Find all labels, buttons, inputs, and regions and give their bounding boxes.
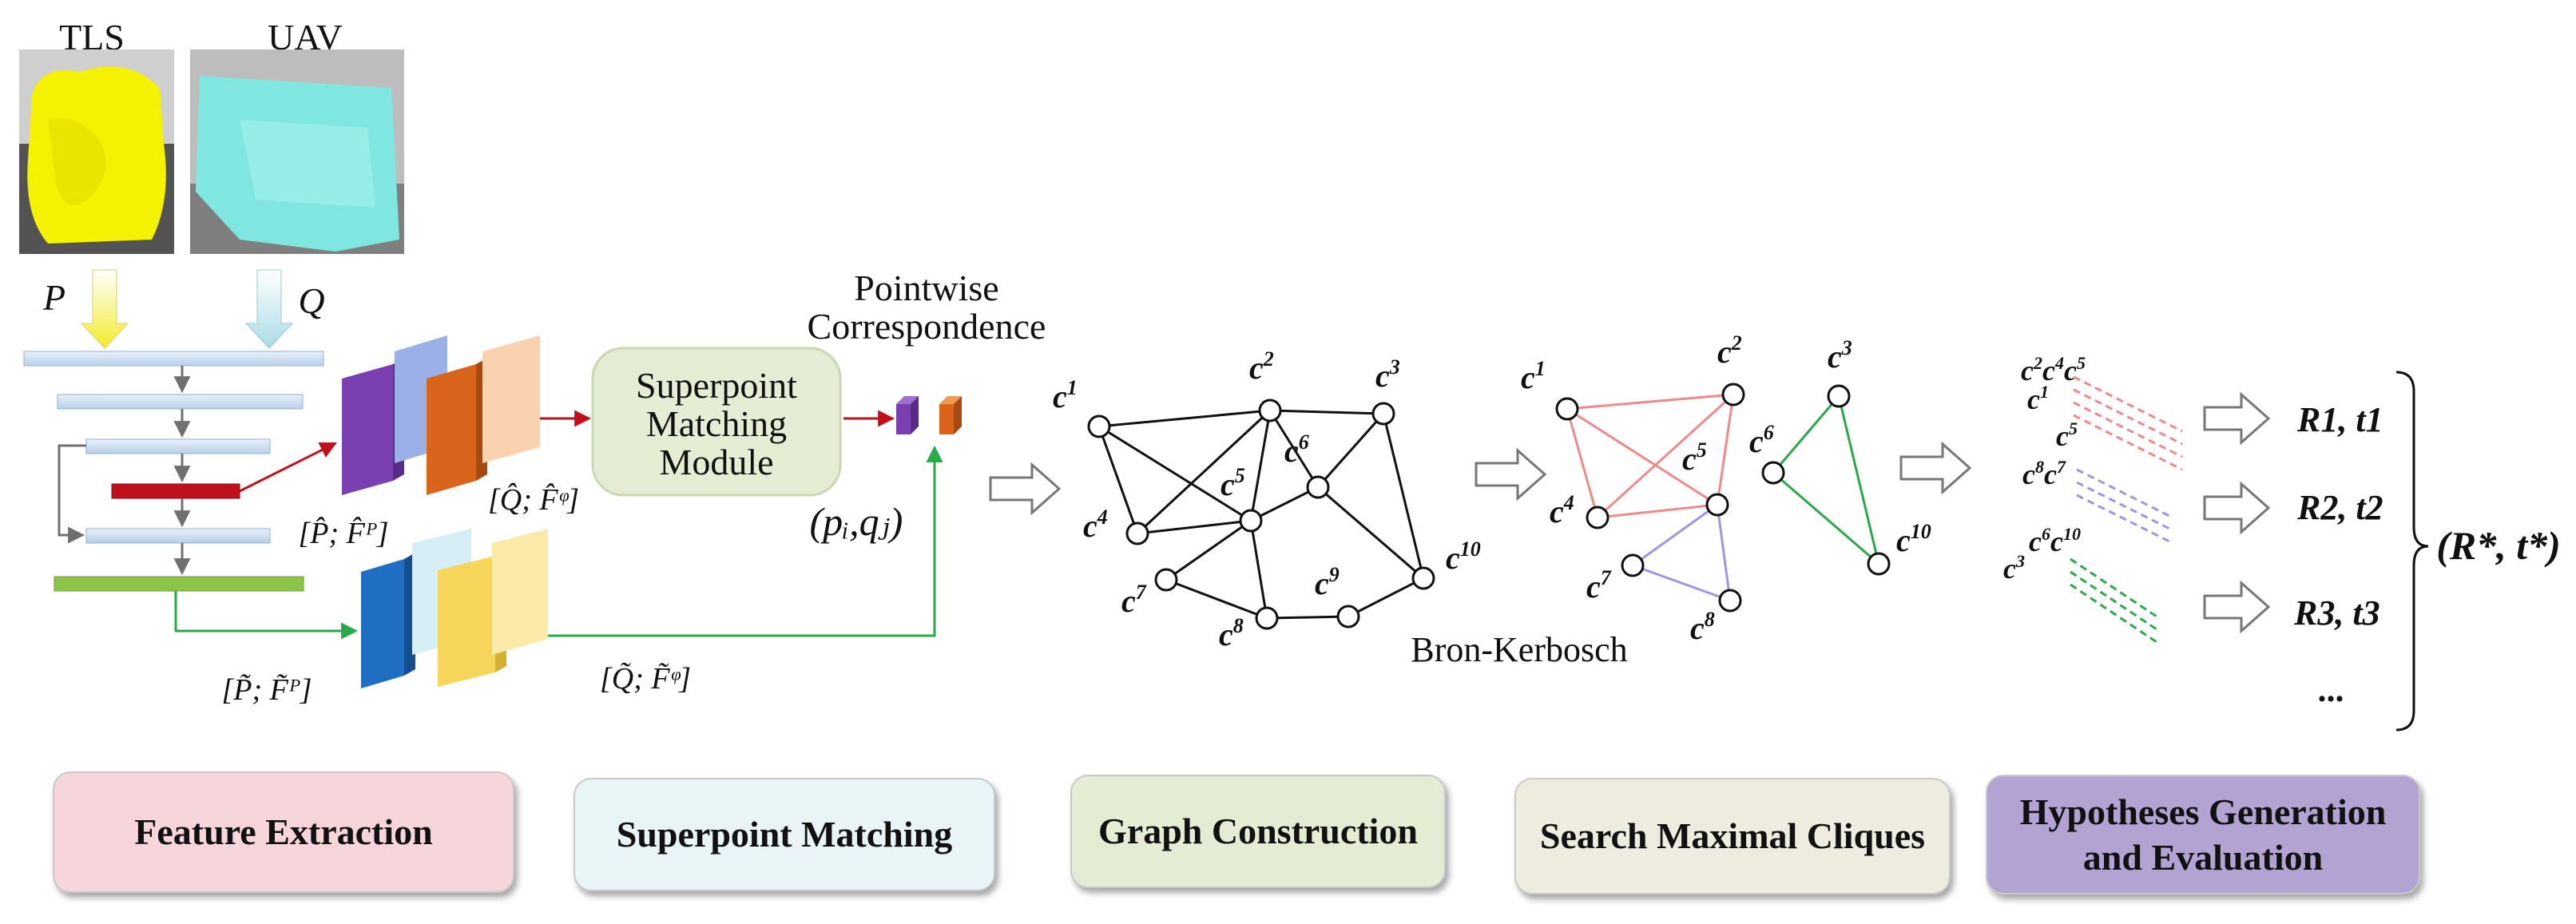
svg-text:c8c7: c8c7 <box>2022 457 2066 490</box>
coarse-feature-arrow <box>239 442 337 493</box>
stage-search-cliques: Search Maximal Cliques <box>1514 778 1951 894</box>
p-label: P <box>42 277 65 318</box>
correspondence-title-line1: Pointwise <box>854 268 998 308</box>
coarse-p-feature-label: [P̂; F̂ᴾ] <box>299 517 389 550</box>
stage-hypotheses-label-line1: Hypotheses Generation <box>2019 791 2387 832</box>
clique-node-label: c3 <box>1828 336 1852 375</box>
clique-node-label: c5 <box>1682 438 1707 477</box>
q-input-arrow <box>244 269 294 349</box>
graph-node-label: c4 <box>1083 506 1108 544</box>
stage-superpoint-matching: Superpoint Matching <box>574 778 995 891</box>
bron-kerbosch-label: Bron-Kerbosch <box>1411 630 1627 669</box>
clique-node-label: c2 <box>1717 331 1742 370</box>
matching-module-line3: Module <box>659 442 773 482</box>
backbone-network <box>23 351 324 592</box>
correspondence-cubes <box>896 396 962 434</box>
flow-arrow-3 <box>1899 441 1972 495</box>
graph-node-label: c8 <box>1219 614 1244 652</box>
stage-hypotheses-label-line2: and Evaluation <box>2082 837 2324 878</box>
clique-node-label: c1 <box>1521 357 1546 395</box>
tls-point-cloud-image <box>19 50 174 254</box>
fine-p-feature-label: [P̃; F̃ᴾ] <box>222 673 312 707</box>
graph-node-label: c9 <box>1315 563 1340 601</box>
correspondence-pair-label: (pᵢ,qⱼ) <box>810 499 903 544</box>
matching-module-line1: Superpoint <box>636 365 797 406</box>
hypothesis-row-1: R1, t1 <box>2296 400 2383 439</box>
graph-node-label: c3 <box>1375 355 1400 394</box>
coarse-feature-blocks <box>342 335 540 495</box>
clique-node-labels: c1 c2 c4 c5 c7 c8 c3 c6 c10 <box>1521 331 1931 646</box>
fine-q-feature-label: [Q̃; F̃ᵠ] <box>600 662 691 696</box>
clique-node-label: c6 <box>1749 421 1774 459</box>
hypothesis-row-3: R3, t3 <box>2293 593 2380 633</box>
flow-arrow-1 <box>989 462 1062 516</box>
stage-superpoint-matching-label: Superpoint Matching <box>616 814 953 855</box>
graph-node-label: c6 <box>1284 430 1309 469</box>
hypothesis-row-2: R2, t2 <box>2296 488 2383 527</box>
svg-text:c1: c1 <box>2027 382 2049 415</box>
svg-text:c5: c5 <box>2056 418 2078 452</box>
svg-text:c6c10: c6c10 <box>2029 524 2081 557</box>
clique-node-label: c8 <box>1690 608 1715 646</box>
graph-node-label: c10 <box>1446 537 1481 576</box>
svg-text:c2c4c5: c2c4c5 <box>2021 353 2086 387</box>
graph-node-label: c1 <box>1053 376 1078 414</box>
matching-module-line2: Matching <box>646 403 787 444</box>
graph-node-label: c5 <box>1221 464 1245 502</box>
stage-graph-construction-label: Graph Construction <box>1098 811 1418 852</box>
fine-to-correspondence-arrow <box>548 445 943 637</box>
stage-feature-extraction-label: Feature Extraction <box>134 811 433 853</box>
hypothesis-brace <box>2395 371 2429 732</box>
coarse-q-feature-label: [Q̂; F̂ᵠ] <box>488 482 579 517</box>
q-label: Q <box>298 280 324 321</box>
svg-text:c3: c3 <box>2003 551 2025 585</box>
final-transform-label: (R*, t*) <box>2436 523 2561 568</box>
graph-node-label: c2 <box>1249 347 1274 386</box>
superpoint-matching-module <box>591 347 842 497</box>
clique-node-label: c10 <box>1896 520 1931 558</box>
hypothesis-row-more: ... <box>2318 670 2344 709</box>
correspondence-title-line2: Correspondence <box>808 306 1046 347</box>
compatibility-graph <box>1087 399 1435 630</box>
hypothesis-groups: c2c4c5 c1 c5 c8c7 c6c10 c3 <box>2003 353 2271 644</box>
stage-search-cliques-label: Search Maximal Cliques <box>1539 815 1926 857</box>
fine-feature-arrow <box>174 591 359 640</box>
uav-point-cloud-image <box>190 50 404 254</box>
p-input-arrow <box>80 269 129 349</box>
graph-node-label: c7 <box>1121 581 1147 619</box>
fine-feature-blocks <box>361 529 548 688</box>
flow-arrow-2 <box>1475 447 1547 502</box>
stage-feature-extraction: Feature Extraction <box>53 771 514 893</box>
maximal-cliques <box>1555 383 1891 613</box>
clique-node-label: c7 <box>1586 566 1612 605</box>
clique-node-label: c4 <box>1550 491 1574 529</box>
stage-hypotheses: Hypotheses Generation and Evaluation <box>1986 775 2420 894</box>
stage-graph-construction: Graph Construction <box>1070 775 1446 888</box>
